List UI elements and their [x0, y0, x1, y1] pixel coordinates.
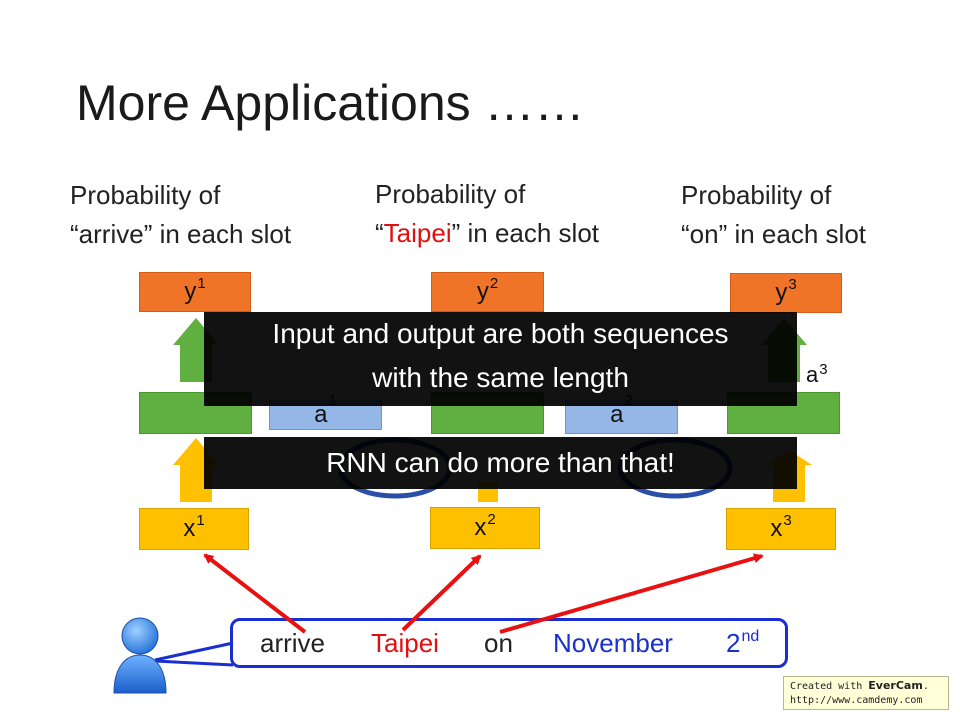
evercam-watermark: Created with EverCam. http://www.camdemy… [783, 676, 949, 710]
probability-line1: Probability of [681, 180, 832, 210]
open-quote: “ [681, 219, 690, 249]
memory-label-a3: a3 [806, 361, 828, 388]
memory-base: a [314, 401, 328, 428]
input-base: x [770, 515, 783, 542]
sentence-word-day: 2nd [726, 628, 759, 659]
input-sup: 2 [487, 510, 496, 528]
probability-line1: Probability of [70, 180, 221, 210]
caption-line1: Input and output are both sequences [272, 318, 729, 349]
caption-sequence-note: Input and output are both sequences with… [204, 312, 797, 406]
slide-title: More Applications …… [76, 75, 585, 131]
probability-label-taipei: Probability of “Taipei” in each slot [375, 175, 599, 253]
output-sup: 3 [788, 275, 797, 293]
arrow-on-to-x3 [499, 553, 764, 634]
day-number: 2 [726, 628, 741, 658]
speech-pointer-upper [154, 641, 234, 662]
open-quote: “ [375, 218, 384, 248]
probability-line1: Probability of [375, 179, 526, 209]
probability-line2-rest: ” in each slot [718, 219, 866, 249]
sentence-bubble [230, 618, 788, 668]
input-base: x [183, 515, 196, 542]
memory-sup: 3 [819, 361, 828, 378]
memory-base: a [610, 401, 624, 428]
sentence-word-taipei: Taipei [371, 628, 439, 658]
probability-word: Taipei [383, 218, 452, 248]
ordinal-suffix: nd [741, 628, 760, 645]
input-sup: 3 [783, 511, 792, 529]
caption-rnn-note: RNN can do more than that! [204, 437, 797, 489]
arrow-arrive-to-x1 [203, 553, 307, 634]
probability-line2-rest: ” in each slot [143, 219, 292, 249]
output-base: y [184, 278, 197, 305]
speech-pointer-lower [154, 659, 234, 667]
caption-line2: with the same length [372, 362, 629, 393]
open-quote: “ [70, 219, 79, 249]
sentence-word-on: on [484, 628, 513, 658]
watermark-brand: EverCam [868, 679, 923, 692]
probability-word: on [689, 219, 719, 249]
probability-line2-rest: ” in each slot [451, 218, 600, 248]
input-base: x [474, 514, 487, 541]
sentence-word-arrive: arrive [260, 628, 326, 658]
probability-word: arrive [78, 219, 144, 249]
watermark-url: http://www.camdemy.com [790, 695, 923, 706]
output-base: y [775, 279, 788, 306]
output-sup: 2 [489, 274, 499, 292]
watermark-created-with: Created with [790, 681, 863, 692]
arrow-taipei-to-x2 [401, 554, 482, 632]
user-icon [113, 617, 167, 694]
output-base: y [476, 278, 489, 305]
probability-label-on: Probability of “on” in each slot [681, 176, 866, 254]
output-sup: 1 [197, 274, 206, 292]
sentence-word-november: November [553, 628, 673, 658]
input-sup: 1 [196, 511, 205, 529]
memory-base: a [806, 362, 819, 387]
probability-label-arrive: Probability of “arrive” in each slot [70, 176, 291, 254]
